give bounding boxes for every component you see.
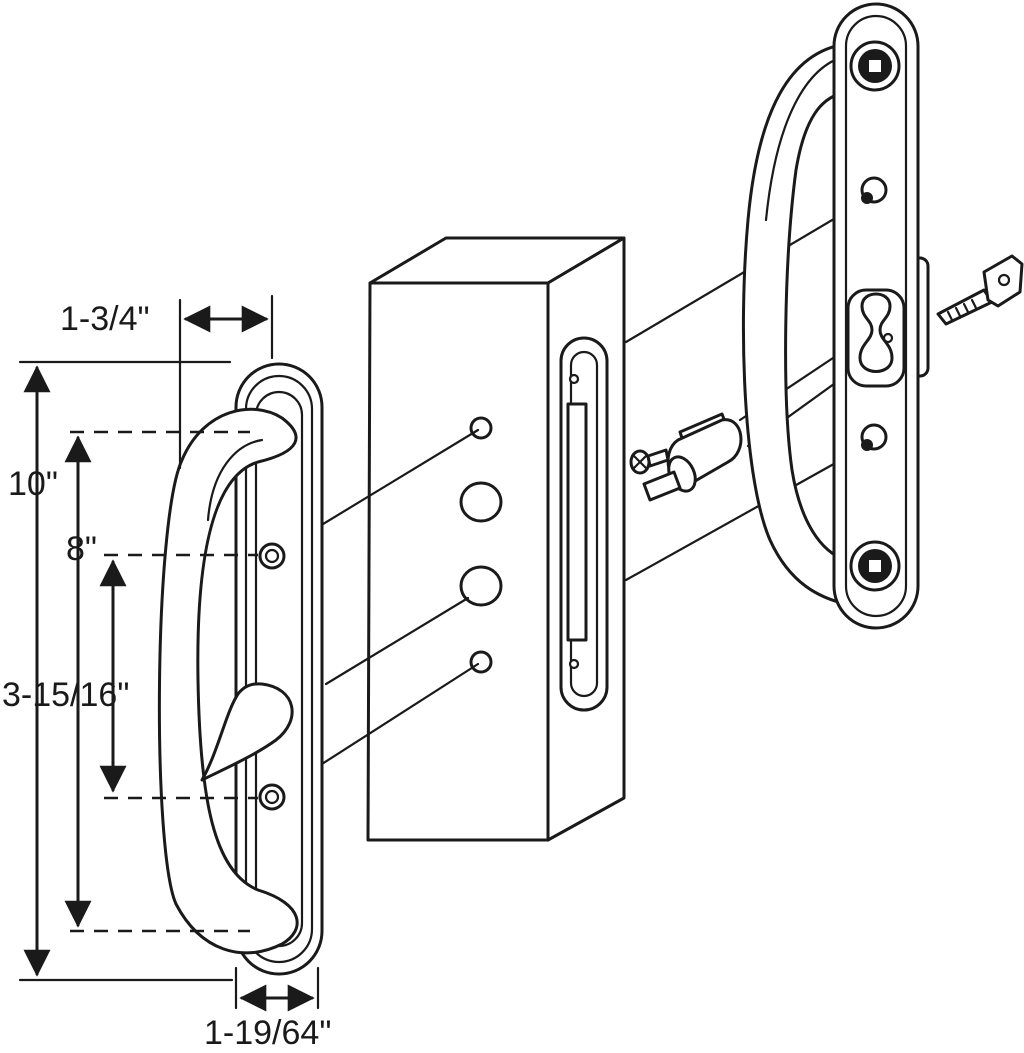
door-hole-lower-screw — [469, 650, 493, 674]
screw-icon — [629, 448, 670, 475]
door-hole-upper-screw — [469, 416, 493, 440]
door-hole-lower-large — [459, 565, 503, 607]
dimension-label-plate-width: 1-19/64" — [204, 1014, 331, 1052]
dimension-label-handle-depth: 1-3/4" — [60, 300, 150, 338]
exterior-handle — [741, 2, 930, 630]
dimension-label-overall-height: 10" — [8, 465, 58, 503]
door-hole-upper-large — [459, 481, 503, 523]
dimension-label-handle-spacing: 8" — [66, 530, 97, 568]
key-icon — [936, 254, 1024, 326]
dimension-label-hole-spacing: 3-15/16" — [2, 676, 129, 714]
lock-cylinder-icon — [642, 412, 743, 502]
dimension-lines — [18, 294, 320, 1012]
interior-handle — [157, 362, 324, 976]
latch-plate — [559, 336, 609, 712]
door-block — [366, 236, 626, 842]
